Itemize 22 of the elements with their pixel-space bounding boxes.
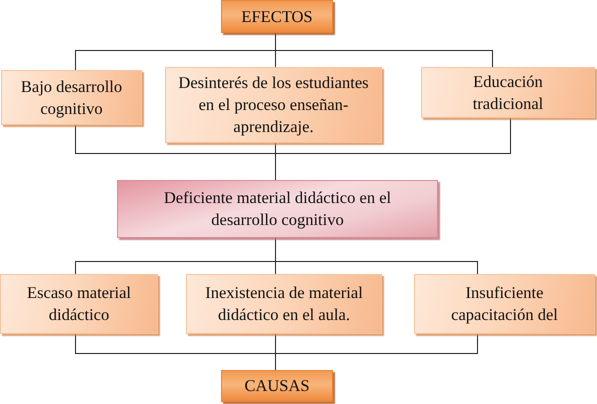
box-text: Insuficiente capacitación del (450, 282, 559, 326)
box-text: Inexistencia de material didáctico en el aula. (204, 282, 364, 326)
connector-line (275, 118, 511, 180)
box-text: Deficiente material didáctico en el desarrollo cognitivo (162, 187, 392, 231)
header-box (221, 370, 333, 402)
box-text: Educación tradicional (472, 70, 544, 114)
effect-box (165, 67, 382, 143)
cause-box (414, 274, 595, 334)
box-text: Bajo desarrollo cognitivo (20, 76, 124, 120)
box-text: CAUSAS (244, 375, 310, 397)
box-text: Escaso material didáctico (26, 282, 132, 326)
connector-line (275, 238, 478, 274)
header-box (221, 0, 333, 33)
cause-box (0, 274, 158, 334)
problem-box (117, 180, 438, 238)
box-text: EFECTOS (241, 6, 313, 28)
cause-box (186, 274, 382, 334)
box-text: Desinterés de los estudiantes en el proceso enseñan-aprendizaje. (178, 72, 369, 138)
connector-line (275, 32, 493, 68)
effect-box (1, 70, 142, 125)
connector-line (275, 334, 478, 370)
effect-box (421, 67, 595, 118)
